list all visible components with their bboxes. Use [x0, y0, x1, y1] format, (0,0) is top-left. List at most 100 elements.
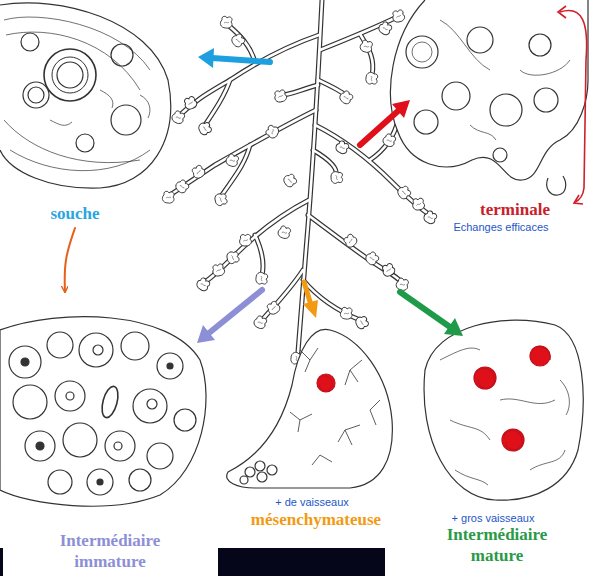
villus-lobes-part [364, 250, 381, 267]
stem-villus-section-part [0, 3, 171, 188]
immature-intermediate-villus-section-part [133, 389, 167, 423]
villus-lobes-part [211, 263, 226, 278]
terminal-villus-box: terminaleEchanges efficaces [440, 0, 590, 236]
mature-intermediate-villus-section-part [476, 368, 494, 388]
villus-lobes-part [391, 9, 406, 24]
immature-intermediate-villus-section-part [63, 423, 97, 457]
immature-intermediate-villus-section-part [66, 392, 74, 400]
red-bracket-part [560, 10, 587, 202]
mesenchymal-villus-section-part [245, 467, 255, 477]
stem-villus-section-part [4, 17, 150, 171]
pointer-arrows-part [400, 292, 450, 327]
note-text: + gros vaisseaux [452, 512, 535, 525]
villus-lobes-part [253, 315, 268, 330]
immature-intermediate-villus-section-part [114, 442, 122, 450]
mature-intermediate-villus-section-part [532, 346, 550, 360]
mesenchymal-villus-section [227, 329, 393, 488]
stem-villus-section-part [21, 33, 39, 51]
villus-lobes-part [377, 20, 393, 36]
immature-intermediate-villus-section-part [121, 332, 149, 360]
villous-tree-part [170, 0, 430, 352]
villus-lobes-part [338, 89, 354, 105]
section-label: souche [50, 204, 99, 224]
villus-lobes-part [230, 32, 247, 49]
pointer-arrows-part [444, 318, 463, 336]
note-text: + de vaisseaux [275, 496, 349, 509]
villus-lobes-part [366, 72, 378, 84]
stem-villus-section-part [52, 57, 88, 93]
pointer-arrows-part [304, 282, 311, 305]
villus-lobes-part [195, 276, 211, 292]
pointer-arrows-part [209, 290, 262, 333]
villus-lobes-part [225, 153, 239, 168]
immature-intermediate-villus-section-part [174, 409, 196, 431]
terminal-villus-section-part [406, 36, 438, 68]
mature-intermediate-villus-section-part [502, 429, 524, 451]
villus-lobes-part [225, 250, 240, 265]
terminal-villus-section-part [442, 82, 470, 110]
villus-lobes-part [334, 139, 350, 155]
immature-intermediate-villus-section-part [97, 479, 103, 485]
stem-villus-section-part [111, 105, 141, 135]
red-bracket [558, 6, 587, 204]
immature-intermediate-villus-section-part [25, 431, 55, 461]
immature-intermediate-villus-section-part [147, 399, 157, 409]
stem-villus-section-part [44, 49, 96, 101]
villus-lobes-part [256, 272, 268, 284]
villus-lobes-part [238, 233, 252, 247]
pointer-arrows-part [303, 300, 318, 318]
immature-intermediate-villus-box: Intermédiaire immature [20, 292, 200, 574]
mature-intermediate-villus-section-part [440, 348, 569, 485]
terminal-villus-section-part [547, 176, 566, 195]
immature-intermediate-villus-section-part [79, 333, 113, 367]
mature-intermediate-villus-section-part [530, 346, 550, 366]
villus-lobes-part [411, 197, 425, 212]
immature-intermediate-villus-section-part [21, 358, 29, 366]
immature-intermediate-villus-section [0, 317, 206, 507]
mature-intermediate-villus-box: + gros vaisseauxIntermédiaire mature [420, 300, 590, 568]
immature-intermediate-villus-section-part [167, 363, 173, 369]
immature-intermediate-villus-section-part [9, 346, 41, 378]
villus-lobes-part [354, 314, 370, 330]
terminal-villus-section-part [534, 88, 558, 112]
terminal-villus-section-part [391, 0, 588, 180]
villus-lobes-part [330, 170, 344, 184]
villus-lobes-part [190, 164, 207, 181]
stem-villus-box: souche [0, 0, 150, 228]
section-label: Intermédiaire immature [48, 531, 173, 572]
terminal-villus-section-part [529, 34, 551, 56]
villus-lobes-part [277, 225, 291, 240]
connector-arrow [65, 228, 75, 292]
pointer-arrows-part [198, 48, 214, 68]
section-label: terminale [480, 200, 550, 220]
villus-lobes-part [197, 120, 213, 136]
villous-tree-part [170, 0, 430, 352]
immature-intermediate-villus-section-part [129, 469, 151, 491]
pointer-arrows-part [392, 100, 410, 118]
villus-lobes-part [162, 191, 174, 203]
villus-lobes-part [265, 300, 282, 317]
stem-villus-section-part [23, 82, 49, 108]
villus-lobes-part [213, 192, 228, 207]
villus-lobes-part [282, 172, 299, 189]
mature-intermediate-villus-section-part [474, 367, 496, 389]
red-bracket-part [574, 195, 583, 204]
villus-lobes-part [395, 277, 409, 291]
stem-villus-section-part [50, 90, 150, 125]
villus-lobes-part [359, 39, 373, 53]
red-bracket-part [558, 6, 566, 18]
immature-intermediate-villus-section-part [93, 345, 103, 355]
stem-villus-section-part [76, 134, 94, 152]
mesenchymal-villus-section-part [255, 461, 265, 471]
edge-bar [0, 548, 3, 576]
villus-lobes-part [422, 209, 438, 225]
pointer-arrows [197, 48, 463, 343]
mesenchymal-villus-section-part [318, 376, 332, 391]
terminal-villus-section-part [440, 20, 570, 140]
mesenchymal-villus-section-part [240, 476, 248, 484]
immature-intermediate-villus-section-part [0, 317, 206, 507]
pointer-arrows-part [197, 325, 215, 343]
